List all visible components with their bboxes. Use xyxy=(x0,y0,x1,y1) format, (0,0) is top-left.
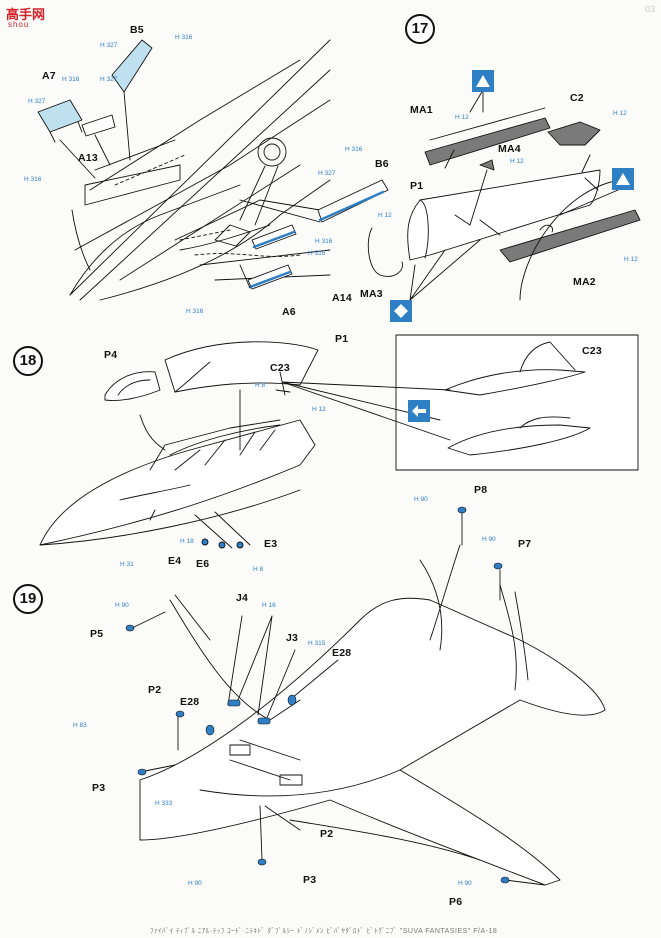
paint-code: H 31 xyxy=(120,561,134,568)
eject-arrow-icon xyxy=(612,168,634,190)
page-number: 03 xyxy=(644,4,655,14)
double-arrow-icon xyxy=(408,400,430,422)
label-P5: P5 xyxy=(90,628,104,640)
paint-code: H 316 xyxy=(308,250,326,257)
paint-code: H 327 xyxy=(100,76,118,83)
label-J3: J3 xyxy=(286,632,299,644)
label-A13: A13 xyxy=(78,152,98,164)
paint-code: H 8 xyxy=(255,382,266,389)
label-E28-left: E28 xyxy=(180,696,200,708)
detail-inset-box xyxy=(395,334,639,471)
part-B5 xyxy=(111,39,153,93)
step18-cockpit-assembly xyxy=(39,419,316,546)
label-P2-left: P2 xyxy=(148,684,162,696)
label-C2: C2 xyxy=(570,92,584,104)
eject-arrow-icon xyxy=(472,70,494,92)
label-P3-left: P3 xyxy=(92,782,106,794)
label-P1-step17: P1 xyxy=(410,180,424,192)
label-A14: A14 xyxy=(332,292,352,304)
paint-code: H 12 xyxy=(613,110,627,117)
label-E28-right: E28 xyxy=(332,647,352,659)
part-P4 xyxy=(104,371,161,401)
part-C23 xyxy=(275,371,291,396)
paint-code: H 83 xyxy=(73,722,87,729)
part-C2 xyxy=(547,121,601,146)
label-MA3: MA3 xyxy=(360,288,383,300)
label-P6: P6 xyxy=(449,896,463,908)
part-MA1 xyxy=(424,117,551,166)
label-MA4: MA4 xyxy=(498,143,521,155)
paint-dots xyxy=(125,506,510,884)
paint-code: H 8 xyxy=(253,566,264,573)
label-MA2: MA2 xyxy=(573,276,596,288)
part-B6 xyxy=(317,179,389,223)
paint-code: H 12 xyxy=(455,114,469,121)
label-MA1: MA1 xyxy=(410,104,433,116)
paint-code: H 12 xyxy=(378,212,392,219)
paint-code: H 12 xyxy=(312,406,326,413)
label-J4: J4 xyxy=(236,592,249,604)
label-P4: P4 xyxy=(104,349,118,361)
paint-code: H 90 xyxy=(414,496,428,503)
label-A7: A7 xyxy=(42,70,56,82)
paint-code: H 16 xyxy=(262,602,276,609)
part-A13 xyxy=(81,114,116,137)
label-E6: E6 xyxy=(196,558,210,570)
paint-code: H 90 xyxy=(115,602,129,609)
step-number-17: 17 xyxy=(405,14,435,44)
label-P2-bottom: P2 xyxy=(320,828,334,840)
label-P7: P7 xyxy=(518,538,532,550)
paint-code: H 12 xyxy=(510,158,524,165)
label-C23: C23 xyxy=(270,362,290,374)
paint-code: H 316 xyxy=(24,176,42,183)
part-MA3 xyxy=(367,227,403,277)
paint-code: H 316 xyxy=(62,76,80,83)
paint-code: H 327 xyxy=(318,170,336,177)
paint-code: H 327 xyxy=(100,42,118,49)
label-P8: P8 xyxy=(474,484,488,496)
paint-code: H 316 xyxy=(345,146,363,153)
label-E4: E4 xyxy=(168,555,182,567)
part-P1-intake xyxy=(407,169,601,261)
paint-code: H 316 xyxy=(175,34,193,41)
step-number-19: 19 xyxy=(13,584,43,614)
label-E3: E3 xyxy=(264,538,278,550)
step-number-18: 18 xyxy=(13,346,43,376)
paint-code: H 315 xyxy=(308,640,326,647)
label-B5: B5 xyxy=(130,24,144,36)
paint-code: H 90 xyxy=(482,536,496,543)
paint-code: H 316 xyxy=(186,308,204,315)
part-MA4 xyxy=(479,159,495,171)
step19-aircraft-top-view xyxy=(139,544,606,886)
paint-code: H 12 xyxy=(624,256,638,263)
site-logo-sub: shou xyxy=(8,20,30,29)
label-P1-step18: P1 xyxy=(335,333,349,345)
paint-code: H 18 xyxy=(180,538,194,545)
part-P1-canopy xyxy=(164,341,319,393)
label-B6: B6 xyxy=(375,158,389,170)
footer-text: ﾌｧｲﾊﾞｲ ﾃｨﾌﾞﾙ ﾆｱﾙ·ﾃｯﾌ ｺｰﾄﾞ·ﾆﾃｷﾄﾞ ﾀﾞﾌﾞﾙｼｰ … xyxy=(150,928,498,935)
paint-code: H 327 xyxy=(28,98,46,105)
paint-code: H 90 xyxy=(458,880,472,887)
diamond-arrow-icon xyxy=(390,300,412,322)
paint-code: H 333 xyxy=(155,800,173,807)
paint-code: H 316 xyxy=(315,238,333,245)
site-logo: 高手网 xyxy=(6,8,46,23)
paint-code: H 90 xyxy=(188,880,202,887)
part-A7 xyxy=(37,99,83,133)
label-C23-detail: C23 xyxy=(582,345,602,357)
label-P3-bottom: P3 xyxy=(303,874,317,886)
label-A6: A6 xyxy=(282,306,296,318)
